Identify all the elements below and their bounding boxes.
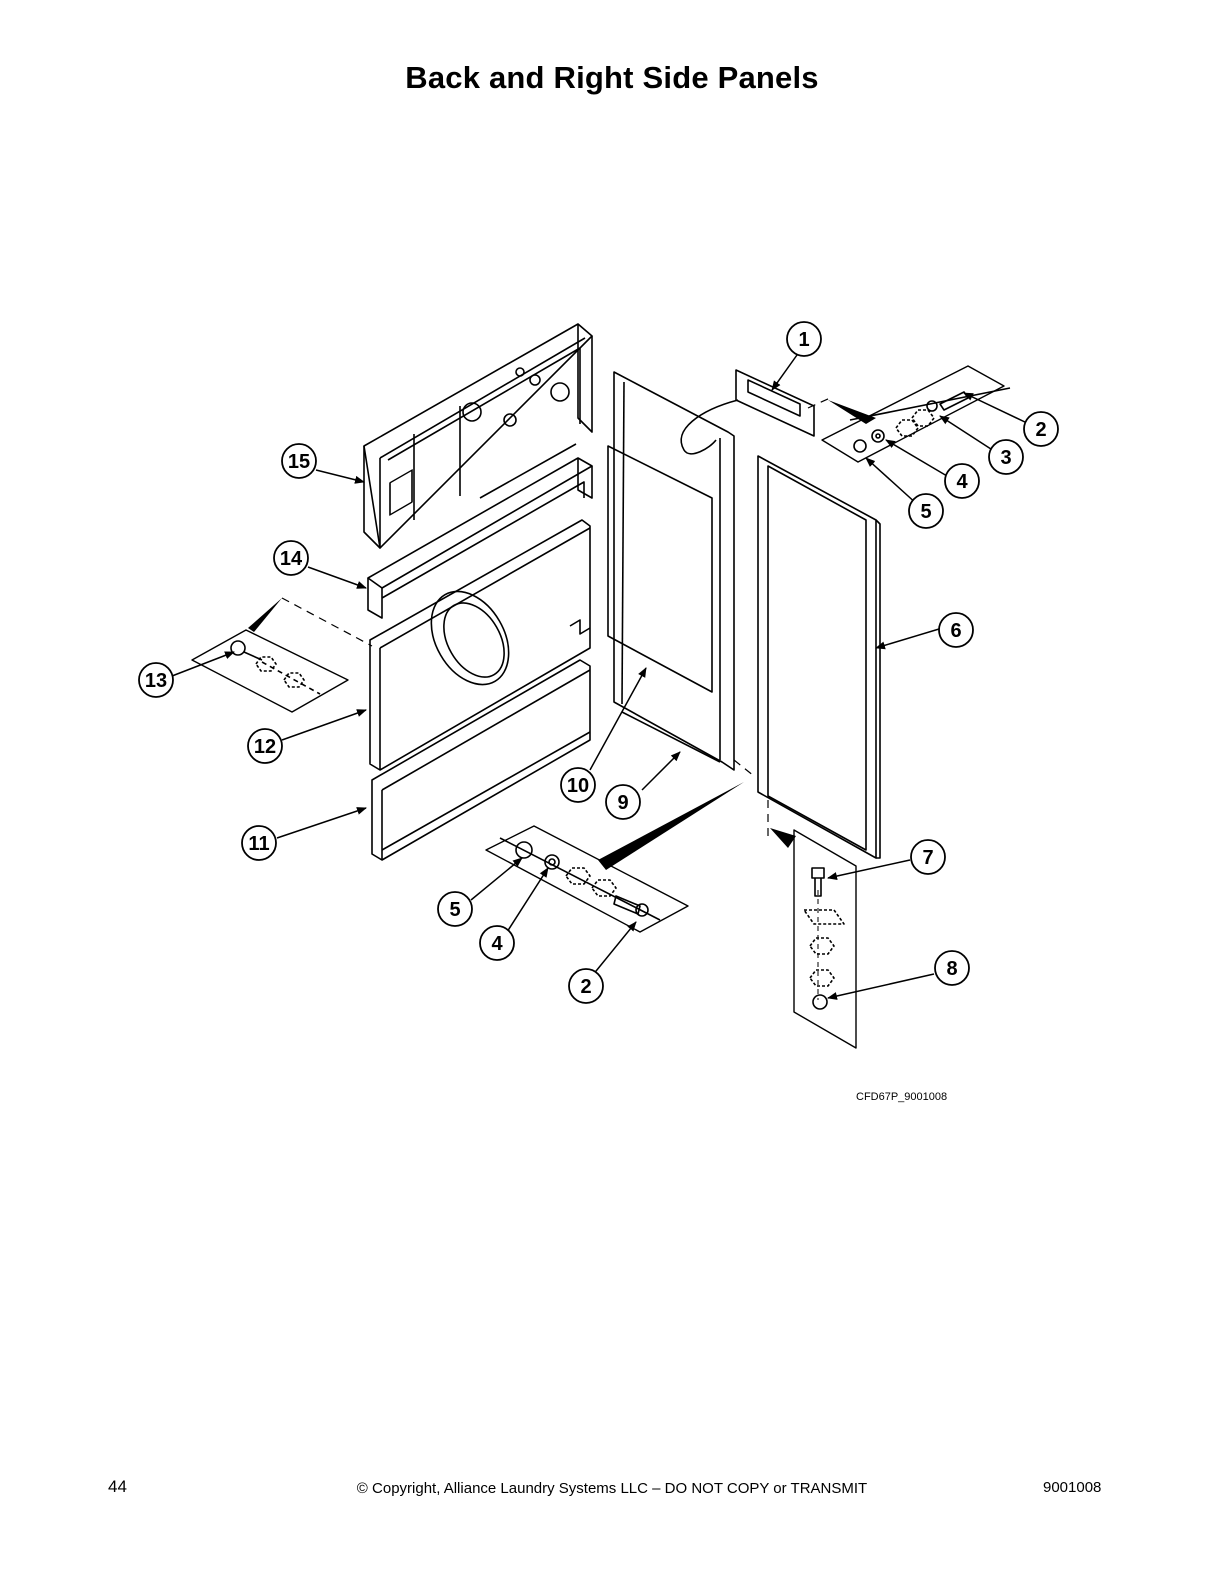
callout-label: 3: [1000, 447, 1011, 469]
callout-circle: [944, 463, 980, 499]
callout-label: 4: [956, 471, 968, 493]
callout-1: 1: [786, 321, 822, 357]
callout-4: 4: [944, 463, 980, 499]
callout-6: 6: [938, 612, 974, 648]
callout-label: 13: [145, 670, 167, 692]
callout-9: 9: [605, 784, 641, 820]
callout-label: 5: [920, 501, 931, 523]
leader-lines: [171, 354, 1028, 1000]
callout-label: 2: [580, 976, 591, 998]
callout-label: 1: [798, 329, 809, 351]
callout-circle: [273, 540, 309, 576]
callout-circle: [934, 950, 970, 986]
callout-label: 9: [617, 792, 628, 814]
hardware-detail-left: [191, 629, 349, 713]
callout-circle: [138, 662, 174, 698]
copyright-notice: © Copyright, Alliance Laundry Systems LL…: [356, 1480, 868, 1497]
page-title: Back and Right Side Panels: [405, 60, 819, 95]
hardware-detail-bottom-right: [793, 829, 857, 1049]
callout-circle: [437, 891, 473, 927]
callout-circle: [241, 825, 277, 861]
callout-2: 2: [1023, 411, 1059, 447]
callout-7: 7: [910, 839, 946, 875]
callout-label: 15: [288, 451, 310, 473]
callout-2: 2: [568, 968, 604, 1004]
hardware-detail-top-right: [821, 365, 1011, 463]
callout-label: 4: [491, 933, 503, 955]
callout-circle: [479, 925, 515, 961]
right-side-panel-part: [757, 455, 881, 859]
callout-circle: [786, 321, 822, 357]
callout-circle: [908, 493, 944, 529]
callout-3: 3: [988, 439, 1024, 475]
callout-8: 8: [934, 950, 970, 986]
detail-wedges: [248, 400, 876, 870]
callout-12: 12: [247, 728, 283, 764]
figure-id: CFD67P_9001008: [856, 1091, 948, 1103]
callout-circle: [247, 728, 283, 764]
callout-4: 4: [479, 925, 515, 961]
callout-label: 10: [567, 775, 589, 797]
document-number: 9001008: [1043, 1479, 1102, 1496]
callout-label: 6: [950, 620, 961, 642]
callout-label: 5: [449, 899, 460, 921]
callout-circle: [560, 767, 596, 803]
page-number: 44: [108, 1477, 127, 1496]
callout-label: 7: [922, 847, 933, 869]
upper-channel-part: [367, 457, 593, 619]
callout-5: 5: [908, 493, 944, 529]
callout-label: 11: [248, 833, 269, 855]
callout-10: 10: [560, 767, 596, 803]
callout-circle: [605, 784, 641, 820]
callout-11: 11: [241, 825, 277, 861]
callout-13: 13: [138, 662, 174, 698]
callout-circle: [988, 439, 1024, 475]
callout-circle: [910, 839, 946, 875]
side-panel-part: [607, 371, 735, 771]
callout-5: 5: [437, 891, 473, 927]
callout-label: 8: [946, 958, 957, 980]
callout-circle: [1023, 411, 1059, 447]
callout-circle: [938, 612, 974, 648]
assembly-lines: [281, 397, 831, 840]
callout-label: 12: [254, 736, 276, 758]
callout-label: 14: [280, 548, 303, 570]
callout-circle: [281, 443, 317, 479]
lower-channel-part: [371, 659, 591, 861]
callout-14: 14: [273, 540, 309, 576]
callout-15: 15: [281, 443, 317, 479]
hardware-detail-bottom-center: [485, 825, 689, 933]
back-panel-part: [369, 519, 591, 771]
control-box-part: [363, 323, 593, 549]
callout-circle: [568, 968, 604, 1004]
callout-label: 2: [1035, 419, 1046, 441]
cable-bracket-part: [680, 369, 815, 455]
